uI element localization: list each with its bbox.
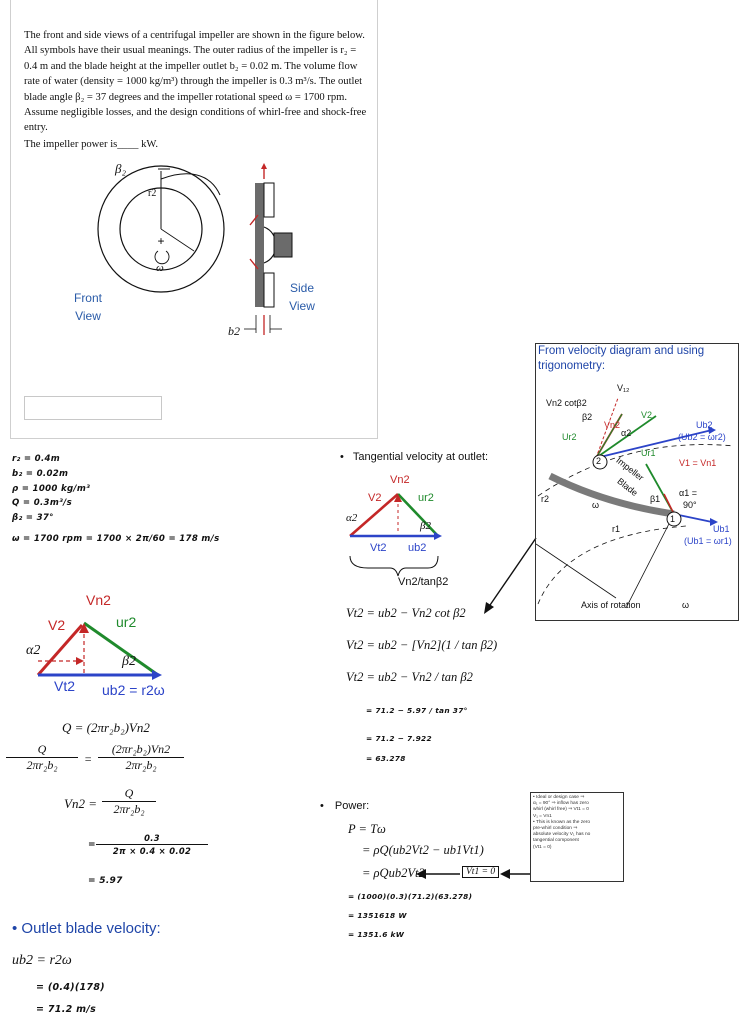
- given-values: r₂ = 0.4m b₂ = 0.02m ρ = 1000 kg/m³ Q = …: [12, 454, 220, 544]
- tri-ub2: ub2 = r2ω: [102, 682, 165, 698]
- tang-eq2: Vt2 = ub2 − [Vn2](1 / tan β2): [346, 638, 498, 652]
- front-view-label: Front View: [73, 291, 102, 323]
- vt1-pointer: [416, 869, 530, 879]
- question-text: The front and side views of a centrifuga…: [24, 30, 367, 134]
- side-plate-left: [255, 183, 264, 307]
- vn2-numeric: 0.3 2π × 0.4 × 0.02: [96, 832, 208, 857]
- answer-input[interactable]: [24, 396, 162, 420]
- brace-label: Vn2/tanβ2: [398, 576, 449, 588]
- outlet-step2: = 71.2 m/s: [36, 1004, 97, 1015]
- ur2-vector: [83, 621, 159, 677]
- tang-step2: = 71.2 − 7.922: [366, 734, 432, 743]
- ref-line: [160, 228, 195, 252]
- power-eq3: = ρQub2Vt2: [362, 866, 425, 880]
- power-title: • Power:: [320, 800, 370, 812]
- shaft: [273, 232, 293, 258]
- tangential-triangle: [349, 493, 442, 577]
- vn2-result: = 5.97: [88, 876, 123, 886]
- tangential-title: • Tangential velocity at outlet:: [340, 451, 489, 463]
- velocity-diagram: [536, 397, 735, 609]
- b2-label: b2: [228, 324, 240, 338]
- velocity-diagram-title: From velocity diagram and using trigonom…: [538, 345, 705, 372]
- r2-label: r2: [148, 188, 157, 199]
- tang-eq3: Vt2 = ub2 − Vn2 / tan β2: [346, 670, 473, 684]
- ideal-note: • Ideal or design case ⇒ α₁ = 90° ⇒ infl…: [530, 792, 624, 882]
- power-step2: = 1351618 W: [348, 911, 407, 920]
- side-view-label: Side View: [289, 281, 315, 313]
- pointer-arrow: [484, 537, 537, 614]
- center-plus: +: [157, 234, 164, 248]
- omega-label: ω: [156, 262, 164, 274]
- power-step3: = 1351.6 kW: [348, 930, 405, 939]
- outlet-step1: = (0.4)(178): [36, 982, 105, 993]
- velocity-diagram-box: [535, 343, 739, 621]
- left-velocity-triangle: [36, 621, 162, 680]
- blade-curve: [160, 173, 221, 196]
- tri-beta2: β2: [122, 654, 136, 669]
- tri-alpha2: α2: [26, 643, 41, 658]
- vn2-lhs: Vn2 =: [64, 796, 97, 811]
- tang-step1: = 71.2 − 5.97 / tan 37°: [366, 706, 468, 715]
- outer-circle: [97, 165, 225, 293]
- tri-vn2: Vn2: [86, 592, 111, 608]
- impeller-figure: +: [97, 163, 293, 335]
- tri-v2: V2: [48, 617, 66, 633]
- beta2-label: β₂: [115, 161, 126, 176]
- tang-eq1: Vt2 = ub2 − Vn2 cot β2: [346, 606, 466, 620]
- vt1-zero-box: Vt1 = 0: [462, 866, 500, 878]
- power-eq2: = ρQ(ub2Vt2 − ub1Vt1): [362, 843, 484, 857]
- power-step1: = (1000)(0.3)(71.2)(63.278): [348, 892, 473, 901]
- v2-vector: [36, 624, 84, 676]
- rhs-div: (2πr₂b₂)Vn2 2πr₂b₂: [98, 742, 184, 773]
- tri-ur2: ur2: [116, 614, 137, 630]
- vn2-frac: Q 2πr₂b₂: [102, 786, 156, 817]
- question-card: [10, 0, 378, 439]
- question-prompt: The impeller power is____ kW.: [24, 139, 159, 150]
- tang-step3: = 63.278: [366, 754, 406, 763]
- q-div: Q 2πr₂b₂: [6, 742, 78, 773]
- impeller-blade: [548, 472, 675, 518]
- q-equation: Q = (2πr₂b₂)Vn2: [62, 720, 150, 735]
- rotation-arrow: [154, 250, 170, 265]
- outlet-equation: ub2 = r2ω: [12, 953, 72, 968]
- tri-vt2: Vt2: [54, 678, 76, 694]
- power-eq1: P = Tω: [348, 822, 386, 836]
- outlet-title: • Outlet blade velocity:: [12, 920, 161, 937]
